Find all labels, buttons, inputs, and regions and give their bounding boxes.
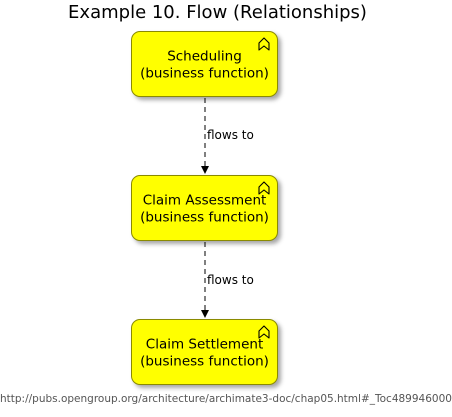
node-type: (business function) bbox=[140, 65, 269, 82]
node-scheduling[interactable]: Scheduling (business function) bbox=[131, 31, 278, 97]
node-claim-assessment[interactable]: Claim Assessment (business function) bbox=[131, 175, 278, 241]
node-type: (business function) bbox=[140, 209, 269, 226]
flow-edge-2[interactable] bbox=[201, 242, 209, 318]
node-name: Claim Settlement bbox=[145, 336, 264, 353]
source-url[interactable]: http://pubs.opengroup.org/architecture/a… bbox=[0, 393, 452, 405]
edge-label: flows to bbox=[207, 128, 254, 142]
node-claim-settlement[interactable]: Claim Settlement (business function) bbox=[131, 319, 278, 385]
node-name: Scheduling bbox=[167, 48, 242, 65]
arrowhead-icon bbox=[201, 310, 209, 318]
flow-edge-1[interactable] bbox=[201, 98, 209, 174]
diagram-title: Example 10. Flow (Relationships) bbox=[68, 2, 367, 23]
business-function-icon bbox=[258, 181, 270, 195]
business-function-icon bbox=[258, 325, 270, 339]
node-label: Scheduling (business function) bbox=[132, 49, 277, 83]
node-label: Claim Settlement (business function) bbox=[132, 337, 277, 371]
node-name: Claim Assessment bbox=[142, 192, 267, 209]
edge-label: flows to bbox=[207, 273, 254, 287]
node-label: Claim Assessment (business function) bbox=[132, 193, 277, 227]
node-type: (business function) bbox=[140, 353, 269, 370]
arrowhead-icon bbox=[201, 166, 209, 174]
edges-layer bbox=[201, 98, 209, 318]
business-function-icon bbox=[258, 37, 270, 51]
